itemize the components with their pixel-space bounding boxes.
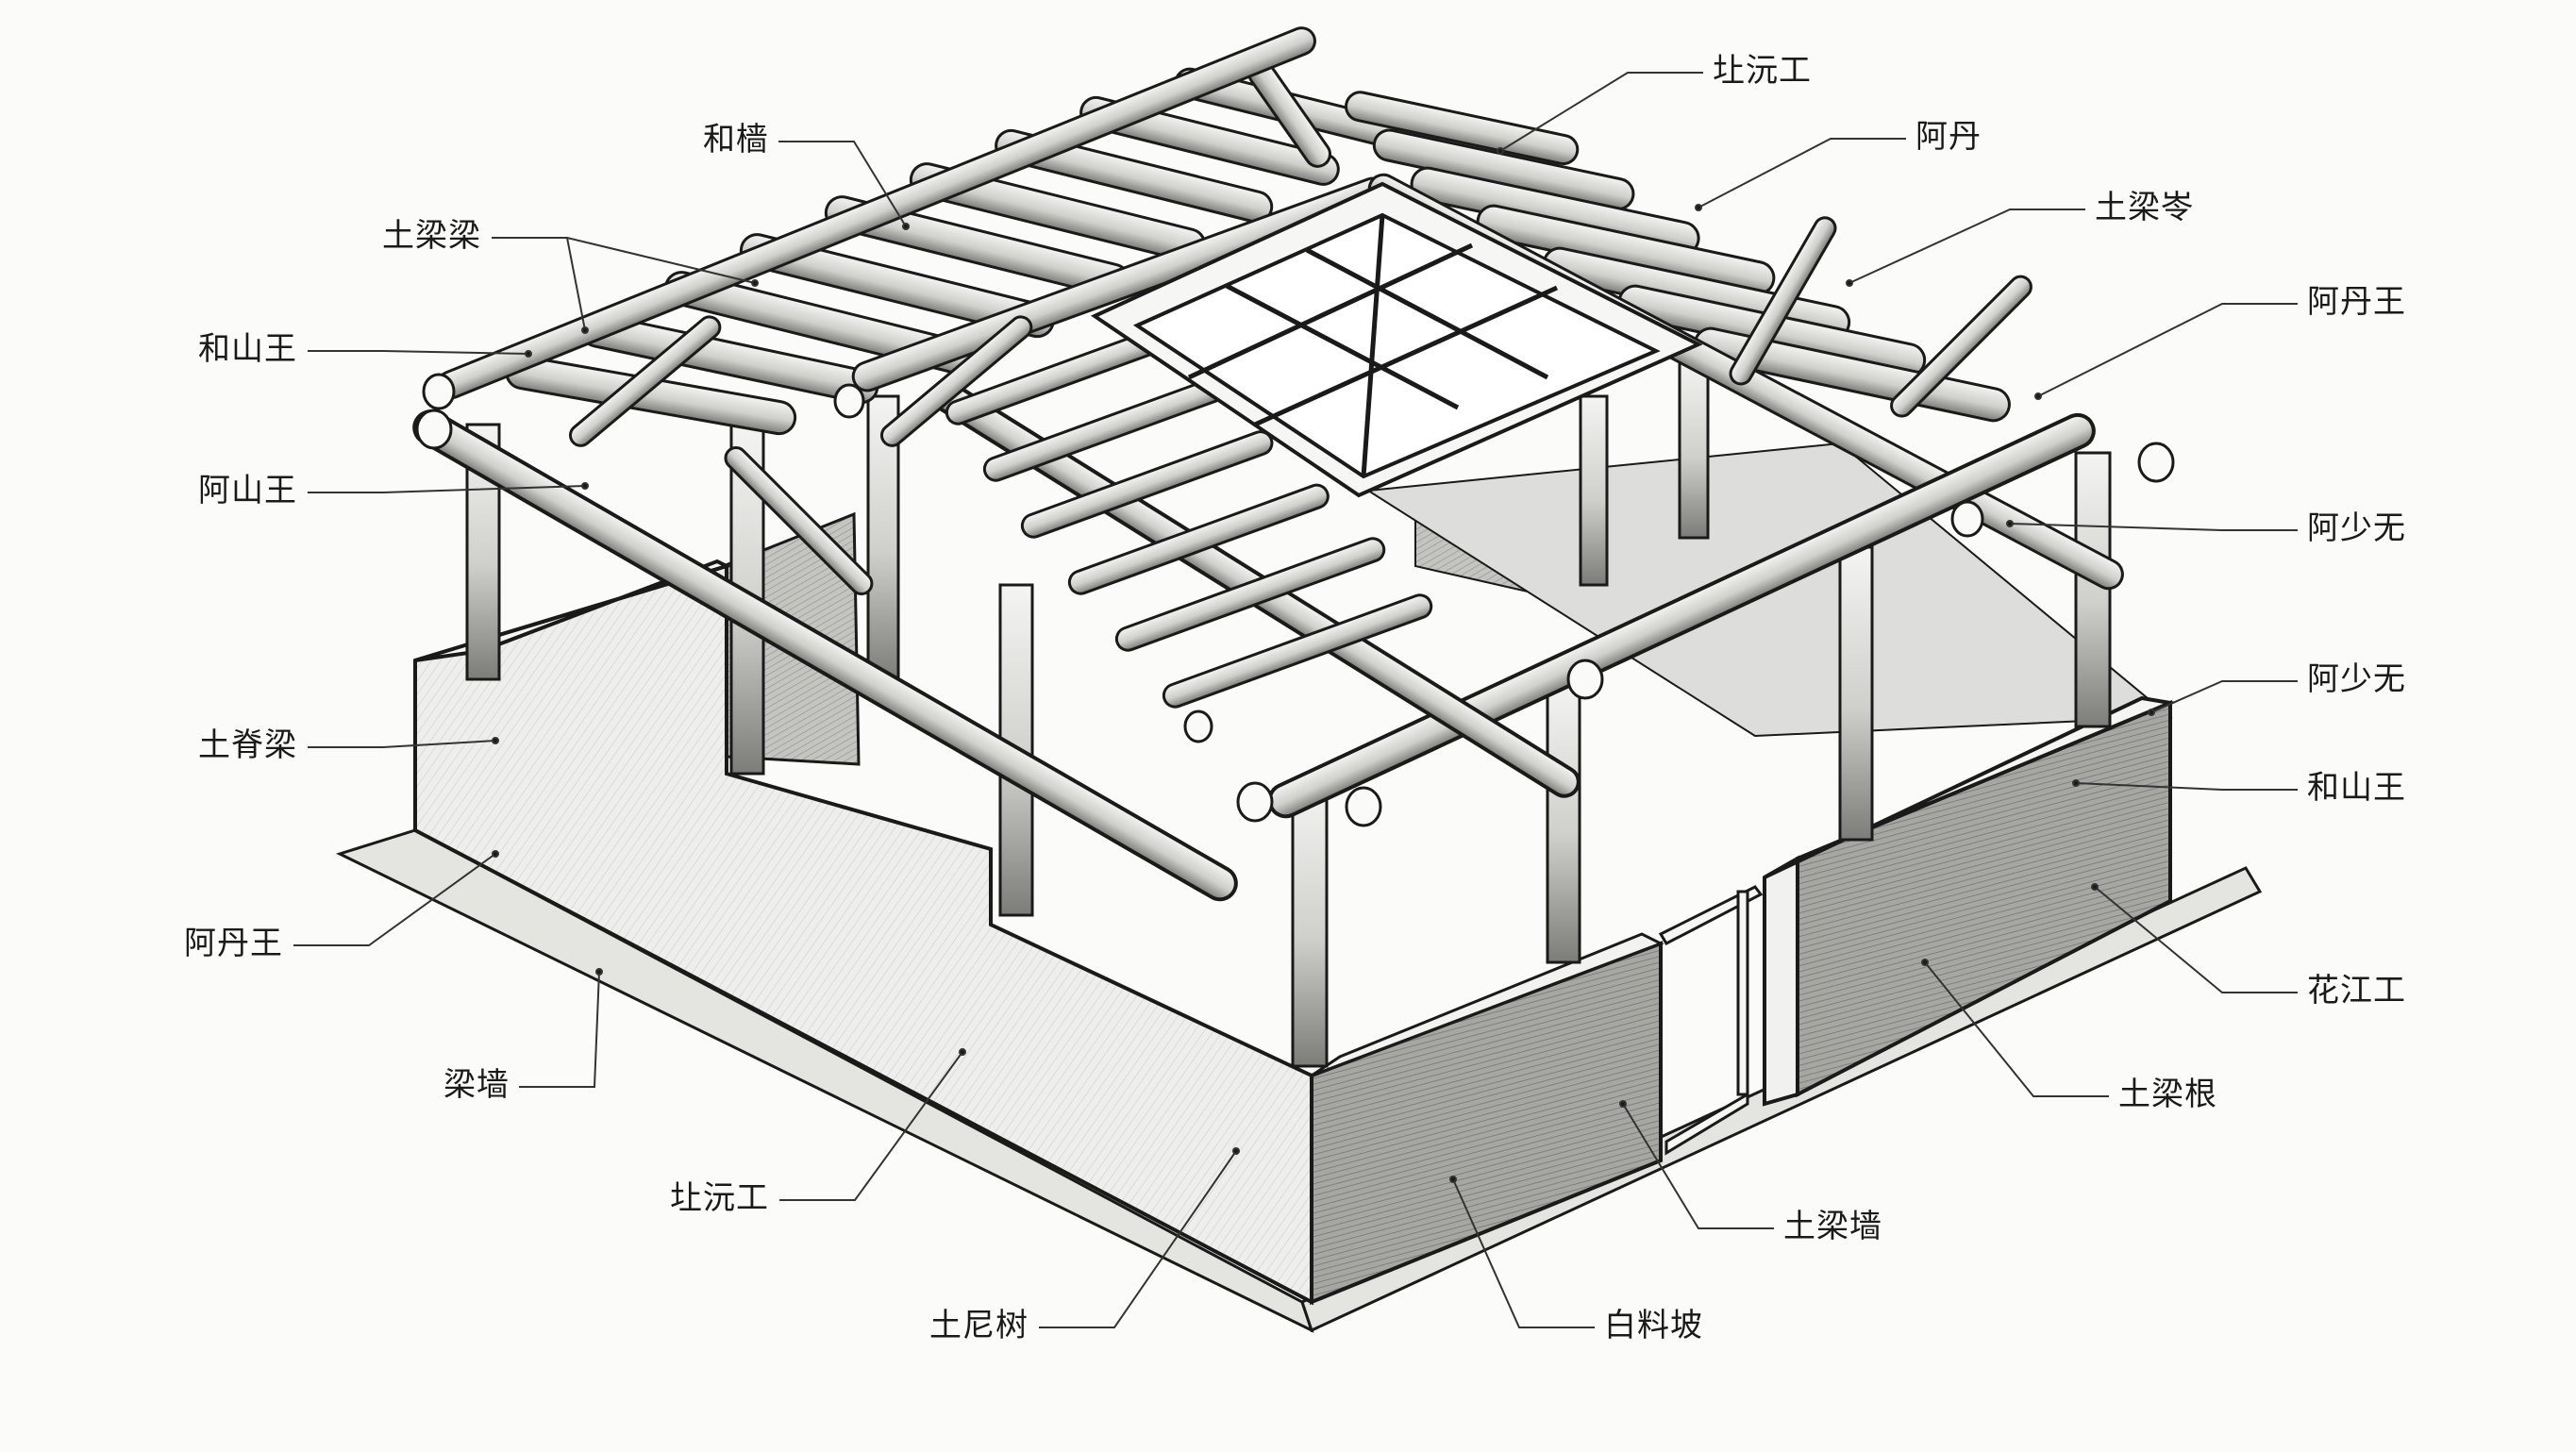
callout-label: 花江工	[2307, 972, 2406, 1010]
callout-label: 和樯	[703, 121, 769, 159]
leader-dot	[2006, 520, 2014, 527]
leader-line	[308, 740, 496, 748]
leader-dot	[2148, 709, 2155, 716]
leader-dot	[595, 968, 603, 976]
leader-line	[778, 141, 907, 227]
callout-label: 和山王	[2307, 769, 2406, 807]
leader-dot	[1619, 1100, 1627, 1108]
roof-purlins	[945, 323, 1433, 709]
leader-dot	[1921, 959, 1929, 966]
callout-label: 土梁根	[2118, 1076, 2217, 1113]
leader-dot	[751, 279, 759, 287]
leader-line	[1622, 1103, 1774, 1229]
callout-label: 圵沅工	[670, 1179, 769, 1217]
leader-dot	[1695, 204, 1702, 211]
callout-label: 土脊梁	[198, 726, 297, 764]
leader-dot	[581, 482, 589, 490]
leader-dot	[492, 850, 499, 858]
leader-dot	[902, 223, 910, 230]
leader-lines	[293, 72, 2298, 1328]
callout-label: 阿丹王	[184, 925, 283, 962]
callout-label: 白料坡	[1604, 1307, 1703, 1344]
leader-line	[293, 853, 496, 946]
leader-line	[1848, 209, 2085, 284]
leader-line	[2075, 782, 2298, 791]
leader-line	[1698, 138, 1906, 209]
leader-line	[492, 237, 586, 331]
callout-label: 阿丹王	[2307, 283, 2406, 321]
callout-label: 土梁梁	[382, 217, 481, 255]
skylight-window	[1090, 181, 1703, 498]
leader-dot	[492, 737, 499, 744]
truss-braces	[568, 216, 2032, 595]
leader-line	[1499, 72, 1703, 152]
door-frame	[1658, 885, 1764, 1156]
leader-dot	[2034, 392, 2042, 400]
right-earth-wall	[1763, 695, 2178, 1107]
callout-label: 土梁墙	[1783, 1208, 1882, 1245]
callout-label: 和山王	[198, 330, 297, 368]
leader-dot	[581, 326, 589, 334]
leader-dot	[525, 350, 532, 358]
callout-label: 土梁岺	[2095, 189, 2194, 226]
callout-label: 阿丹	[1915, 118, 1982, 156]
callout-label: 圵沅工	[1713, 52, 1812, 90]
leader-dot	[2091, 883, 2099, 891]
leader-line	[2150, 680, 2298, 713]
leader-line	[308, 350, 529, 355]
leader-dot	[1497, 147, 1504, 155]
callout-label: 阿少无	[2307, 660, 2406, 698]
callout-label: 土尼树	[929, 1307, 1029, 1344]
log-ends	[415, 373, 2175, 827]
callout-label: 阿山王	[198, 472, 297, 509]
leader-line	[1452, 1178, 1595, 1328]
leader-line	[519, 971, 600, 1088]
leader-line	[2009, 523, 2298, 531]
roof-rafters-right	[1345, 91, 2011, 423]
leader-line	[779, 1051, 963, 1201]
leader-line	[1039, 1150, 1237, 1328]
callout-label: 阿少无	[2307, 509, 2406, 547]
leader-dot	[2072, 779, 2080, 787]
leader-dot	[1449, 1176, 1457, 1183]
leader-dot	[1846, 279, 1853, 287]
leader-dot	[1232, 1147, 1240, 1155]
leader-line	[2037, 303, 2298, 397]
callout-label: 梁墙	[443, 1066, 510, 1104]
leader-line	[308, 485, 586, 493]
leader-dot	[959, 1048, 966, 1056]
leader-line	[1924, 961, 2109, 1097]
leader-line	[2094, 886, 2298, 993]
front-wall-top	[1311, 932, 1664, 1077]
